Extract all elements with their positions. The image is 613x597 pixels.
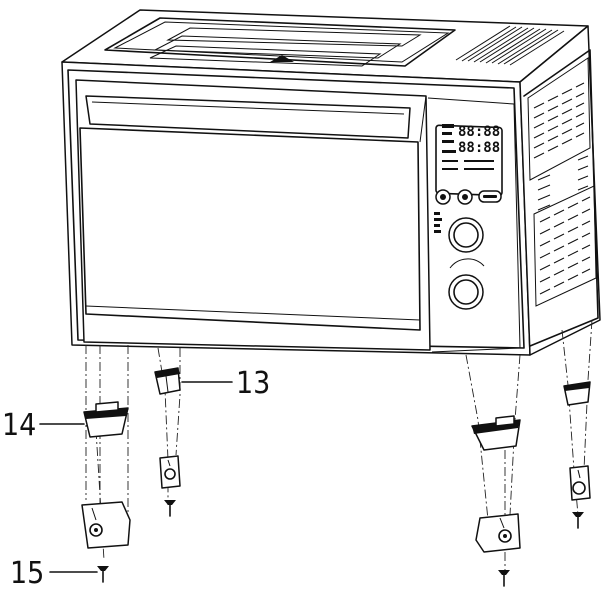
top-vent bbox=[455, 25, 565, 66]
front-foot-left bbox=[83, 401, 129, 438]
lcd-top-readout: 88:88 bbox=[458, 124, 500, 140]
front-foot-right bbox=[471, 415, 521, 451]
assembly-lines bbox=[85, 319, 593, 570]
callout-14: 14 bbox=[2, 408, 85, 443]
callout-13: 13 bbox=[181, 366, 270, 401]
callout-15: 15 bbox=[10, 556, 98, 591]
oven-body: 88:88 88:88 bbox=[61, 9, 601, 356]
lcd-bottom-readout: 88:88 bbox=[458, 140, 500, 156]
callout-15-label: 15 bbox=[10, 556, 44, 591]
oven-door bbox=[75, 79, 431, 351]
callout-14-label: 14 bbox=[2, 408, 36, 443]
bracket-rear-right bbox=[569, 465, 591, 501]
screw-rear-right-icon bbox=[572, 512, 584, 529]
bracket-front-left bbox=[81, 501, 131, 549]
screw-front-left-icon bbox=[97, 566, 109, 583]
screw-front-right-icon bbox=[498, 570, 510, 587]
callout-13-label: 13 bbox=[236, 366, 270, 401]
rear-foot-right bbox=[563, 381, 591, 406]
bracket-front-right bbox=[475, 513, 521, 553]
rear-foot-left bbox=[154, 367, 181, 395]
bracket-rear-left bbox=[159, 455, 181, 489]
screw-rear-left-icon bbox=[164, 500, 176, 517]
side-vents bbox=[527, 57, 597, 307]
control-panel: 88:88 88:88 bbox=[427, 97, 521, 353]
